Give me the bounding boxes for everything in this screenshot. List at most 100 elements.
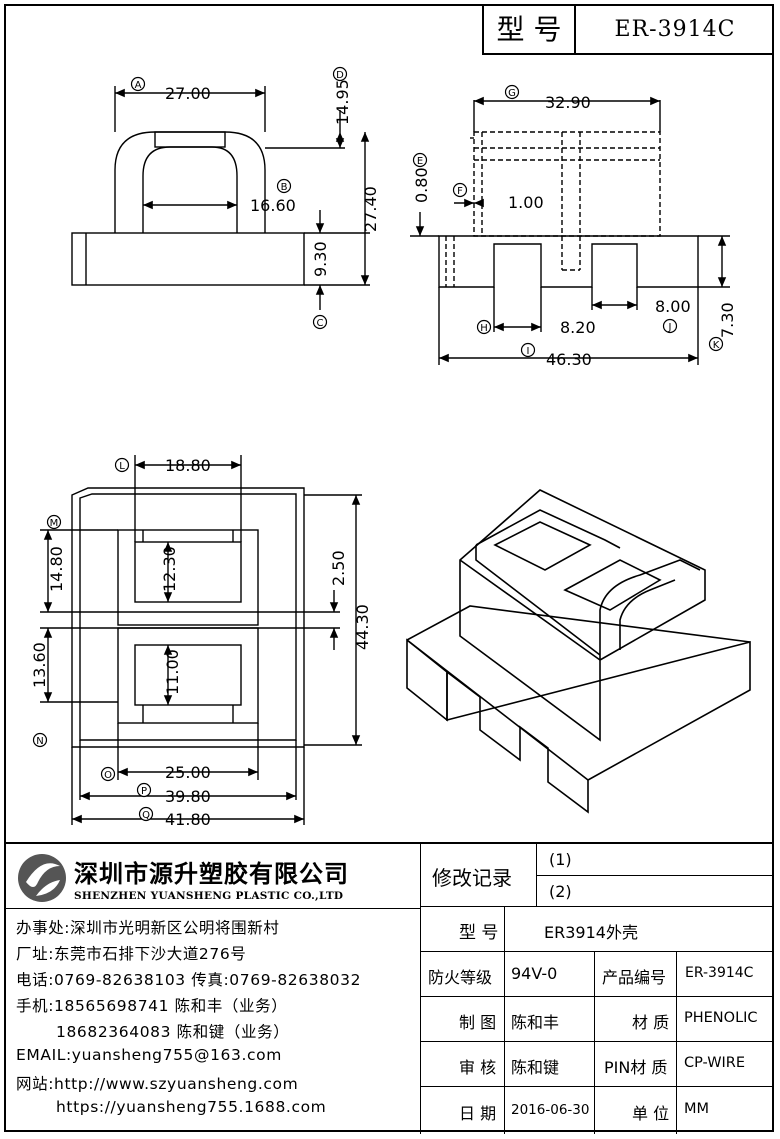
dimension-p6: 2.50: [329, 550, 348, 586]
marker-j: J: [668, 322, 672, 333]
dimension-s7: 46.30: [546, 350, 592, 369]
checker-value: 陈和键: [511, 1058, 560, 1077]
date-label: 日 期: [459, 1104, 497, 1123]
top-view: [40, 455, 362, 825]
marker-o-circle: [100, 766, 116, 782]
marker-h: H: [480, 323, 488, 334]
front-view: [71, 86, 370, 310]
marker-c: C: [317, 318, 324, 329]
marker-f-circle: [452, 182, 468, 198]
material-value: PHENOLIC: [684, 1010, 758, 1026]
marker-j-circle: [662, 318, 678, 334]
drafter-value: 陈和丰: [511, 1013, 560, 1032]
isometric-view: [406, 489, 751, 814]
marker-o: O: [104, 770, 112, 781]
marker-p-circle: [136, 782, 152, 798]
pin-material-value: CP-WIRE: [684, 1055, 746, 1071]
dimension-p7: 44.30: [353, 604, 372, 650]
dimension-f2: 16.60: [250, 196, 296, 215]
marker-a-circle: [130, 76, 146, 92]
company-name-cn: 深圳市源升塑胶有限公司: [74, 860, 349, 888]
company-logo: [18, 854, 66, 902]
dimension-s1: 32.90: [545, 93, 591, 112]
marker-b: B: [281, 182, 288, 193]
email: EMAIL:yuansheng755@163.com: [16, 1046, 282, 1064]
unit-label: 单 位: [632, 1104, 670, 1123]
drafter-label: 制 图: [459, 1013, 497, 1032]
unit-value: MM: [684, 1101, 710, 1117]
revision-label: 修改记录: [432, 866, 512, 890]
marker-c-circle: [312, 314, 328, 330]
marker-n-circle: [32, 732, 48, 748]
marker-m-circle: [46, 514, 62, 530]
technical-drawing: 27.00 16.60 27.40 14.95 9.30 32.90 0.80 …: [30, 66, 751, 829]
date-value: 2016-06-30: [511, 1102, 590, 1118]
marker-p: P: [141, 786, 147, 797]
dimension-f3: 27.40: [361, 186, 380, 232]
material-label: 材 质: [632, 1013, 670, 1032]
dimension-p4: 12.30: [160, 546, 179, 592]
revision-2: (2): [549, 882, 572, 901]
marker-h-circle: [476, 319, 492, 335]
dimension-p1: 18.80: [165, 456, 211, 475]
revision-1: (1): [549, 850, 572, 869]
company-name-en: SHENZHEN YUANSHENG PLASTIC CO.,LTD: [74, 890, 344, 902]
marker-g: G: [508, 88, 516, 99]
checker-label: 审 核: [459, 1058, 497, 1077]
product-code-label: 产品编号: [602, 968, 667, 987]
dimension-p2: 14.80: [47, 546, 66, 592]
dimension-f4: 14.95: [333, 79, 352, 125]
marker-d-circle: [332, 66, 348, 82]
marker-g-circle: [504, 84, 520, 100]
reference-markers: A B C D E F G H I J K L M N O P Q: [32, 66, 724, 822]
dimension-labels: 27.00 16.60 27.40 14.95 9.30 32.90 0.80 …: [30, 79, 737, 829]
mobile-1: 手机:18565698741 陈和丰（业务）: [16, 997, 288, 1015]
product-code-value: ER-3914C: [685, 965, 754, 981]
dimension-s3: 1.00: [508, 193, 544, 212]
model-title-box: 型 号 ER-3914C: [482, 6, 774, 55]
factory-address: 厂址:东莞市石排下沙大道276号: [16, 945, 247, 963]
dimension-s2: 0.80: [412, 167, 431, 203]
marker-a: A: [135, 80, 142, 91]
drawing-frame: [4, 4, 774, 1132]
dimension-f5: 9.30: [311, 241, 330, 277]
marker-k: K: [713, 340, 720, 351]
dimension-p8: 25.00: [165, 763, 211, 782]
office-address: 办事处:深圳市光明新区公明将围新村: [16, 919, 280, 937]
marker-l: L: [119, 461, 125, 472]
marker-i-circle: [520, 342, 536, 358]
model-value: ER-3914C: [614, 17, 736, 42]
marker-f: F: [457, 186, 463, 197]
phone-fax: 电话:0769-82638103 传真:0769-82638032: [16, 971, 362, 989]
marker-q: Q: [142, 810, 150, 821]
fire-rating-label: 防火等级: [428, 968, 493, 987]
dimension-s5: 8.00: [655, 297, 691, 316]
marker-m: M: [50, 518, 59, 529]
mobile-2: 18682364083 陈和键（业务）: [56, 1023, 290, 1041]
dimension-p9: 39.80: [165, 787, 211, 806]
website-1: 网站:http://www.szyuansheng.com: [16, 1075, 299, 1093]
title-block: 深圳市源升塑胶有限公司 SHENZHEN YUANSHENG PLASTIC C…: [4, 842, 774, 1134]
dimension-p3: 13.60: [30, 642, 49, 688]
marker-n: N: [36, 736, 43, 747]
marker-i: I: [527, 346, 530, 357]
dimension-p10: 41.80: [165, 810, 211, 829]
marker-b-circle: [276, 178, 292, 194]
model-row-value: ER3914外壳: [544, 923, 638, 942]
marker-e-circle: [412, 152, 428, 168]
fire-rating-value: 94V-0: [511, 964, 558, 983]
marker-d: D: [336, 70, 344, 81]
marker-k-circle: [708, 336, 724, 352]
marker-e: E: [417, 156, 423, 167]
website-2: https://yuansheng755.1688.com: [56, 1098, 327, 1116]
dimension-s4: 8.20: [560, 318, 596, 337]
model-label: 型 号: [484, 6, 576, 53]
dimension-s6: 7.30: [718, 302, 737, 338]
model-row-label: 型 号: [459, 923, 499, 943]
dimension-f1: 27.00: [165, 84, 211, 103]
marker-q-circle: [138, 806, 154, 822]
marker-l-circle: [114, 457, 130, 473]
pin-material-label: PIN材 质: [604, 1058, 668, 1077]
side-view: [410, 96, 730, 365]
dimension-p5: 11.00: [163, 649, 182, 695]
